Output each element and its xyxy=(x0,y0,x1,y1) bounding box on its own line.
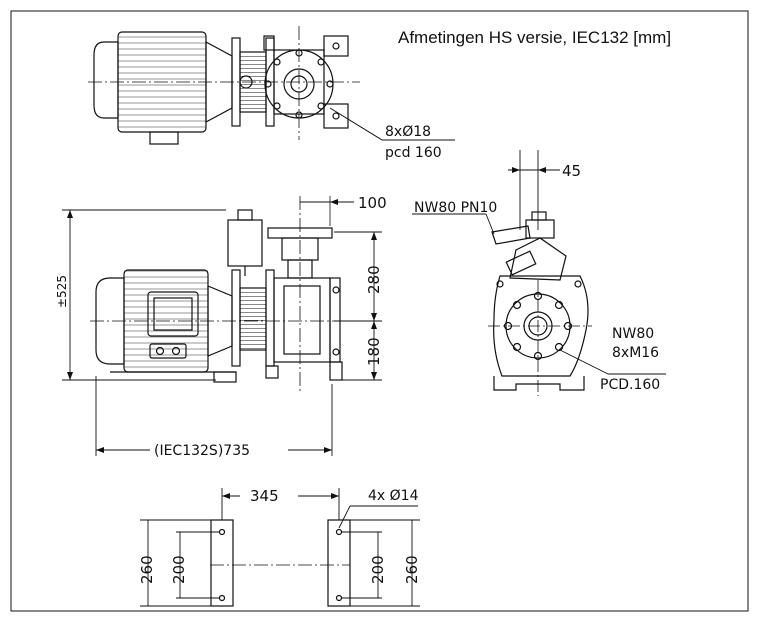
foot-dim-left-260: 260 xyxy=(138,555,156,584)
foot-plate-right xyxy=(327,519,351,607)
foot-plate-left xyxy=(210,519,234,607)
side-dim-100: 100 xyxy=(358,194,387,212)
side-dim-280: 280 xyxy=(365,265,383,294)
foot-dim-left-200: 200 xyxy=(170,555,188,584)
end-inlet-label: NW80 PN10 xyxy=(414,200,497,216)
end-outlet-size: NW80 xyxy=(612,326,654,342)
frame xyxy=(10,10,749,612)
end-view xyxy=(412,150,666,396)
side-actuator xyxy=(227,219,263,267)
side-dim-180: 180 xyxy=(365,337,383,366)
side-view xyxy=(62,196,382,456)
side-dim-525: ±525 xyxy=(55,275,69,308)
top-motor-end xyxy=(93,41,119,119)
foot-dim-right-260: 260 xyxy=(403,555,421,584)
top-pcd-label: pcd 160 xyxy=(385,145,442,161)
top-motor-foot xyxy=(149,131,179,145)
end-outlet-bolts: 8xM16 xyxy=(612,345,659,361)
foot-holes-label: 4x Ø14 xyxy=(368,488,419,504)
foot-dim-right-200: 200 xyxy=(369,555,387,584)
side-dim-735: (IEC132S)735 xyxy=(154,443,250,459)
end-dim-45: 45 xyxy=(562,162,581,180)
end-outlet-pcd: PCD.160 xyxy=(600,377,660,393)
side-terminal-box xyxy=(147,291,199,337)
top-holes-label: 8xØ18 xyxy=(385,124,431,140)
foot-dim-345: 345 xyxy=(250,487,279,505)
drawing-title: Afmetingen HS versie, IEC132 [mm] xyxy=(398,28,672,47)
top-view xyxy=(88,26,455,145)
foot-plan xyxy=(140,488,420,607)
